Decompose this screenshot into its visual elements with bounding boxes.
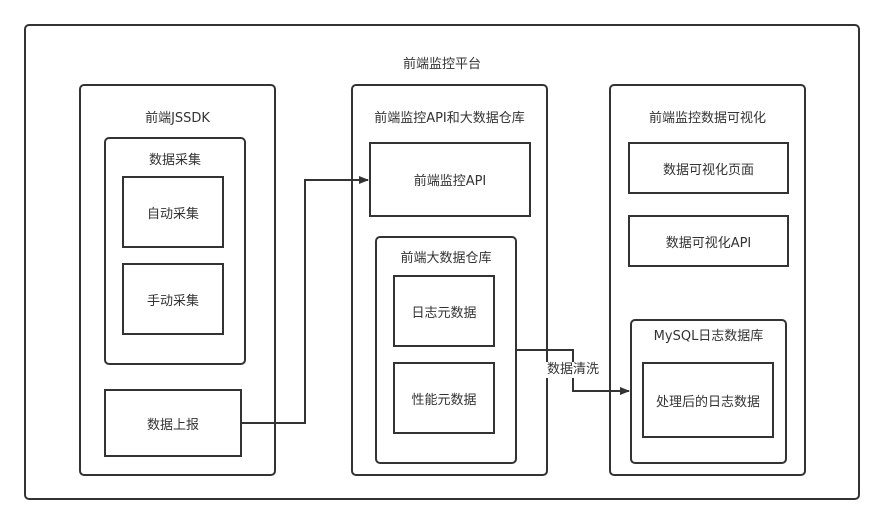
data-report-node[interactable]: 数据上报 xyxy=(104,389,242,457)
processed-log-node[interactable]: 处理后的日志数据 xyxy=(642,362,774,438)
monitor-api-node[interactable]: 前端监控API xyxy=(369,142,531,217)
viz-page-node[interactable]: 数据可视化页面 xyxy=(628,142,789,194)
auto-collect-node[interactable]: 自动采集 xyxy=(122,176,224,248)
api-warehouse-title: 前端监控API和大数据仓库 xyxy=(374,111,525,126)
visualization-title: 前端监控数据可视化 xyxy=(648,111,766,126)
viz-api-node[interactable]: 数据可视化API xyxy=(628,215,789,267)
collection-title: 数据采集 xyxy=(148,153,201,168)
edge-label-data-cleaning: 数据清洗 xyxy=(546,362,601,378)
perf-metadata-node[interactable]: 性能元数据 xyxy=(393,362,495,434)
sdk-title: 前端JSSDK xyxy=(145,111,210,126)
warehouse-title: 前端大数据仓库 xyxy=(400,251,492,266)
manual-collect-node[interactable]: 手动采集 xyxy=(122,263,224,335)
log-metadata-node[interactable]: 日志元数据 xyxy=(393,275,495,347)
platform-title: 前端监控平台 xyxy=(402,57,481,72)
mysql-title: MySQL日志数据库 xyxy=(653,329,764,344)
